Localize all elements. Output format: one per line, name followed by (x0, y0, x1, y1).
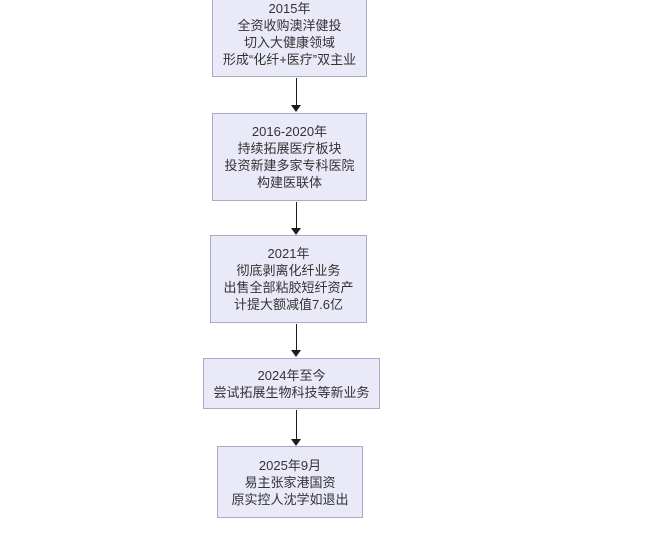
box-year-label: 2015年 (268, 0, 311, 16)
box-text-line: 切入大健康领域 (243, 34, 335, 50)
box-year-label: 2024年至今 (257, 367, 326, 383)
timeline-box-2021: 2021年 彻底剥离化纤业务 出售全部粘胶短纤资产 计提大额减值7.6亿 (210, 235, 367, 323)
box-text-line: 出售全部粘胶短纤资产 (223, 280, 354, 295)
timeline-box-2015: 2015年 全资收购澳洋健投 切入大健康领域 形成“化纤+医疗”双主业 (212, 0, 367, 77)
arrow-line (295, 78, 297, 105)
box-text-line: 投资新建多家专科医院 (224, 158, 355, 173)
box-text-line: 计提大额减值7.6亿 (233, 297, 344, 312)
box-text-line: 构建医联体 (256, 175, 322, 190)
box-year-label: 2016-2020年 (251, 124, 328, 139)
arrow-line (295, 324, 297, 350)
timeline-box-2025-09: 2025年9月 易主张家港国资 原实控人沈学如退出 (217, 446, 363, 518)
flow-arrow-1 (291, 78, 301, 112)
box-year-label: 2025年9月 (258, 457, 322, 473)
timeline-box-2016-2020: 2016-2020年 持续拓展医疗板块 投资新建多家专科医院 构建医联体 (212, 113, 367, 201)
box-text-line: 尝试拓展生物科技等新业务 (213, 384, 370, 400)
arrow-down-icon (291, 105, 301, 112)
box-text-line: 易主张家港国资 (244, 474, 336, 490)
box-year-label: 2021年 (267, 246, 310, 261)
flow-arrow-2 (291, 202, 301, 235)
box-text-line: 持续拓展医疗板块 (237, 141, 342, 156)
box-text-line: 全资收购澳洋健投 (237, 17, 342, 33)
box-text-line: 原实控人沈学如退出 (231, 491, 349, 507)
flow-arrow-4 (291, 410, 301, 446)
arrow-down-icon (291, 228, 301, 235)
flow-arrow-3 (291, 324, 301, 357)
box-text-line: 形成“化纤+医疗”双主业 (222, 51, 357, 67)
arrow-down-icon (291, 350, 301, 357)
arrow-line (295, 202, 297, 228)
timeline-box-2024: 2024年至今 尝试拓展生物科技等新业务 (203, 358, 380, 409)
arrow-down-icon (291, 439, 301, 446)
arrow-line (295, 410, 297, 439)
box-text-line: 彻底剥离化纤业务 (236, 263, 341, 278)
